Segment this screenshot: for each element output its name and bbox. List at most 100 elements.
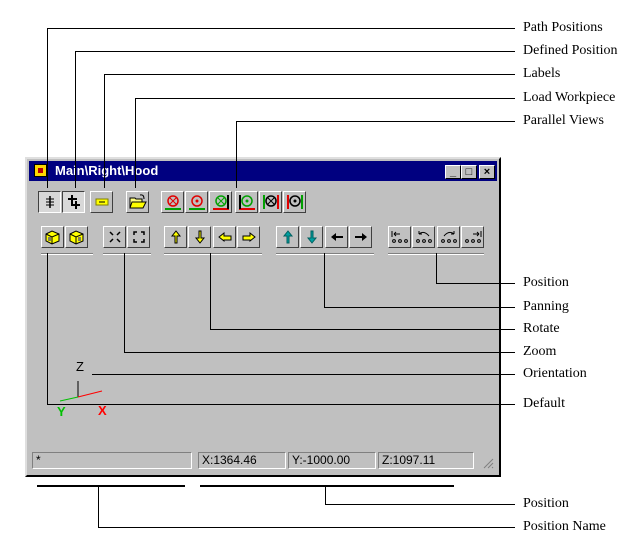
position-status-leader-h: [325, 504, 515, 505]
pan-up-icon: [282, 230, 293, 244]
zoom-in-button[interactable]: [103, 226, 126, 248]
load-workpiece-button[interactable]: [126, 191, 149, 213]
z-coordinate-panel: Z:1097.11: [378, 452, 474, 469]
position-name-bar: [37, 485, 185, 487]
position-name-panel: *: [32, 452, 192, 469]
position-name-leader-h: [98, 527, 515, 528]
rotate-right-icon: [242, 231, 256, 243]
labels-leader: [104, 74, 105, 188]
rotate-up-icon: [170, 230, 181, 244]
resize-grip-icon[interactable]: [482, 457, 494, 469]
parallel-view-button-6[interactable]: [283, 191, 306, 213]
viewer-window: Main\Right\Hood _ □ ×: [25, 157, 501, 477]
pan-right-button[interactable]: [349, 226, 372, 248]
status-bar: * X:1364.46 Y:-1000.00 Z:1097.11: [30, 451, 496, 471]
x-axis-label: X: [98, 403, 107, 418]
zoom-out-icon: [132, 231, 145, 243]
path-positions-icon: [45, 196, 54, 208]
callout-position-toolbar: Position: [523, 275, 569, 290]
callout-default: Default: [523, 396, 565, 411]
rotate-right-button[interactable]: [237, 226, 260, 248]
parallel-view-icon: [188, 195, 205, 210]
rotate-down-icon: [194, 230, 205, 244]
defined-position-leader: [75, 51, 76, 188]
next-position-button[interactable]: [437, 226, 460, 248]
minimize-button[interactable]: _: [445, 165, 461, 179]
callout-defined-position: Defined Position: [523, 43, 618, 58]
pan-up-button[interactable]: [276, 226, 299, 248]
callout-load-workpiece: Load Workpiece: [523, 90, 616, 105]
parallel-views-leader-h: [236, 121, 515, 122]
parallel-view-icon: [164, 195, 181, 210]
y-axis-label: Y: [57, 404, 66, 419]
position-toolbar-leader: [436, 253, 437, 283]
parallel-view-icon: [286, 195, 303, 209]
load-workpiece-leader: [135, 98, 136, 188]
position-toolbar-leader-h: [436, 283, 515, 284]
client-area: Z Y X * X:1364.46 Y:-1000.00 Z:1097.11: [30, 183, 496, 471]
zoom-leader-h: [124, 352, 515, 353]
labels-icon: [95, 198, 108, 206]
last-position-button[interactable]: [461, 226, 484, 248]
panning-leader: [324, 253, 325, 307]
panning-group-separator: [276, 253, 374, 255]
maximize-button[interactable]: □: [461, 165, 477, 179]
parallel-view-button-4[interactable]: [235, 191, 258, 213]
defined-position-leader-h: [75, 51, 515, 52]
rotate-down-button[interactable]: [188, 226, 211, 248]
rotate-leader: [210, 253, 211, 329]
cube-icon: [45, 230, 59, 245]
y-coordinate-panel: Y:-1000.00: [288, 452, 376, 469]
default-leader-h: [47, 404, 515, 405]
parallel-view-button-3[interactable]: [209, 191, 232, 213]
parallel-view-icon: [212, 195, 229, 210]
parallel-view-icon: [238, 195, 255, 210]
app-icon[interactable]: [34, 164, 47, 177]
x-coordinate-panel: X:1364.46: [198, 452, 286, 469]
default-view-button-2[interactable]: [65, 226, 88, 248]
close-button[interactable]: ×: [479, 165, 495, 179]
position-name-leader: [98, 487, 99, 527]
rotate-up-button[interactable]: [164, 226, 187, 248]
first-position-icon: [391, 231, 408, 243]
zoom-in-icon: [108, 231, 121, 243]
position-bar: [200, 485, 454, 487]
pan-down-icon: [306, 230, 317, 244]
x-axis-line: [77, 390, 103, 398]
parallel-view-icon: [262, 195, 279, 209]
z-axis-label: Z: [76, 359, 84, 374]
window-title: Main\Right\Hood: [55, 163, 159, 178]
zoom-out-button[interactable]: [127, 226, 150, 248]
callout-path-positions: Path Positions: [523, 20, 603, 35]
parallel-views-leader: [236, 121, 237, 188]
default-leader: [47, 253, 48, 404]
rotate-left-icon: [217, 231, 231, 243]
previous-position-button[interactable]: [412, 226, 435, 248]
position-status-leader: [325, 487, 326, 504]
path-positions-leader: [47, 28, 48, 188]
callout-zoom: Zoom: [523, 344, 557, 359]
labels-button[interactable]: [90, 191, 113, 213]
orientation-axes: [59, 381, 103, 402]
defined-position-icon: [67, 195, 80, 209]
default-view-button-1[interactable]: [41, 226, 64, 248]
first-position-button[interactable]: [388, 226, 411, 248]
labels-leader-h: [104, 74, 515, 75]
callout-parallel-views: Parallel Views: [523, 113, 604, 128]
orientation-leader-h: [92, 374, 515, 375]
title-bar[interactable]: Main\Right\Hood _ □ ×: [29, 161, 497, 181]
path-positions-button[interactable]: [38, 191, 61, 213]
folder-open-icon: [128, 194, 147, 209]
defined-position-button[interactable]: [62, 191, 85, 213]
last-position-icon: [464, 231, 481, 243]
path-positions-leader-h: [47, 28, 515, 29]
callout-position-status: Position: [523, 496, 569, 511]
parallel-view-button-2[interactable]: [185, 191, 208, 213]
rotate-leader-h: [210, 329, 515, 330]
parallel-view-button-1[interactable]: [161, 191, 184, 213]
pan-left-button[interactable]: [325, 226, 348, 248]
rotate-left-button[interactable]: [213, 226, 236, 248]
pan-down-button[interactable]: [300, 226, 323, 248]
parallel-view-button-5[interactable]: [259, 191, 282, 213]
callout-position-name: Position Name: [523, 519, 606, 534]
